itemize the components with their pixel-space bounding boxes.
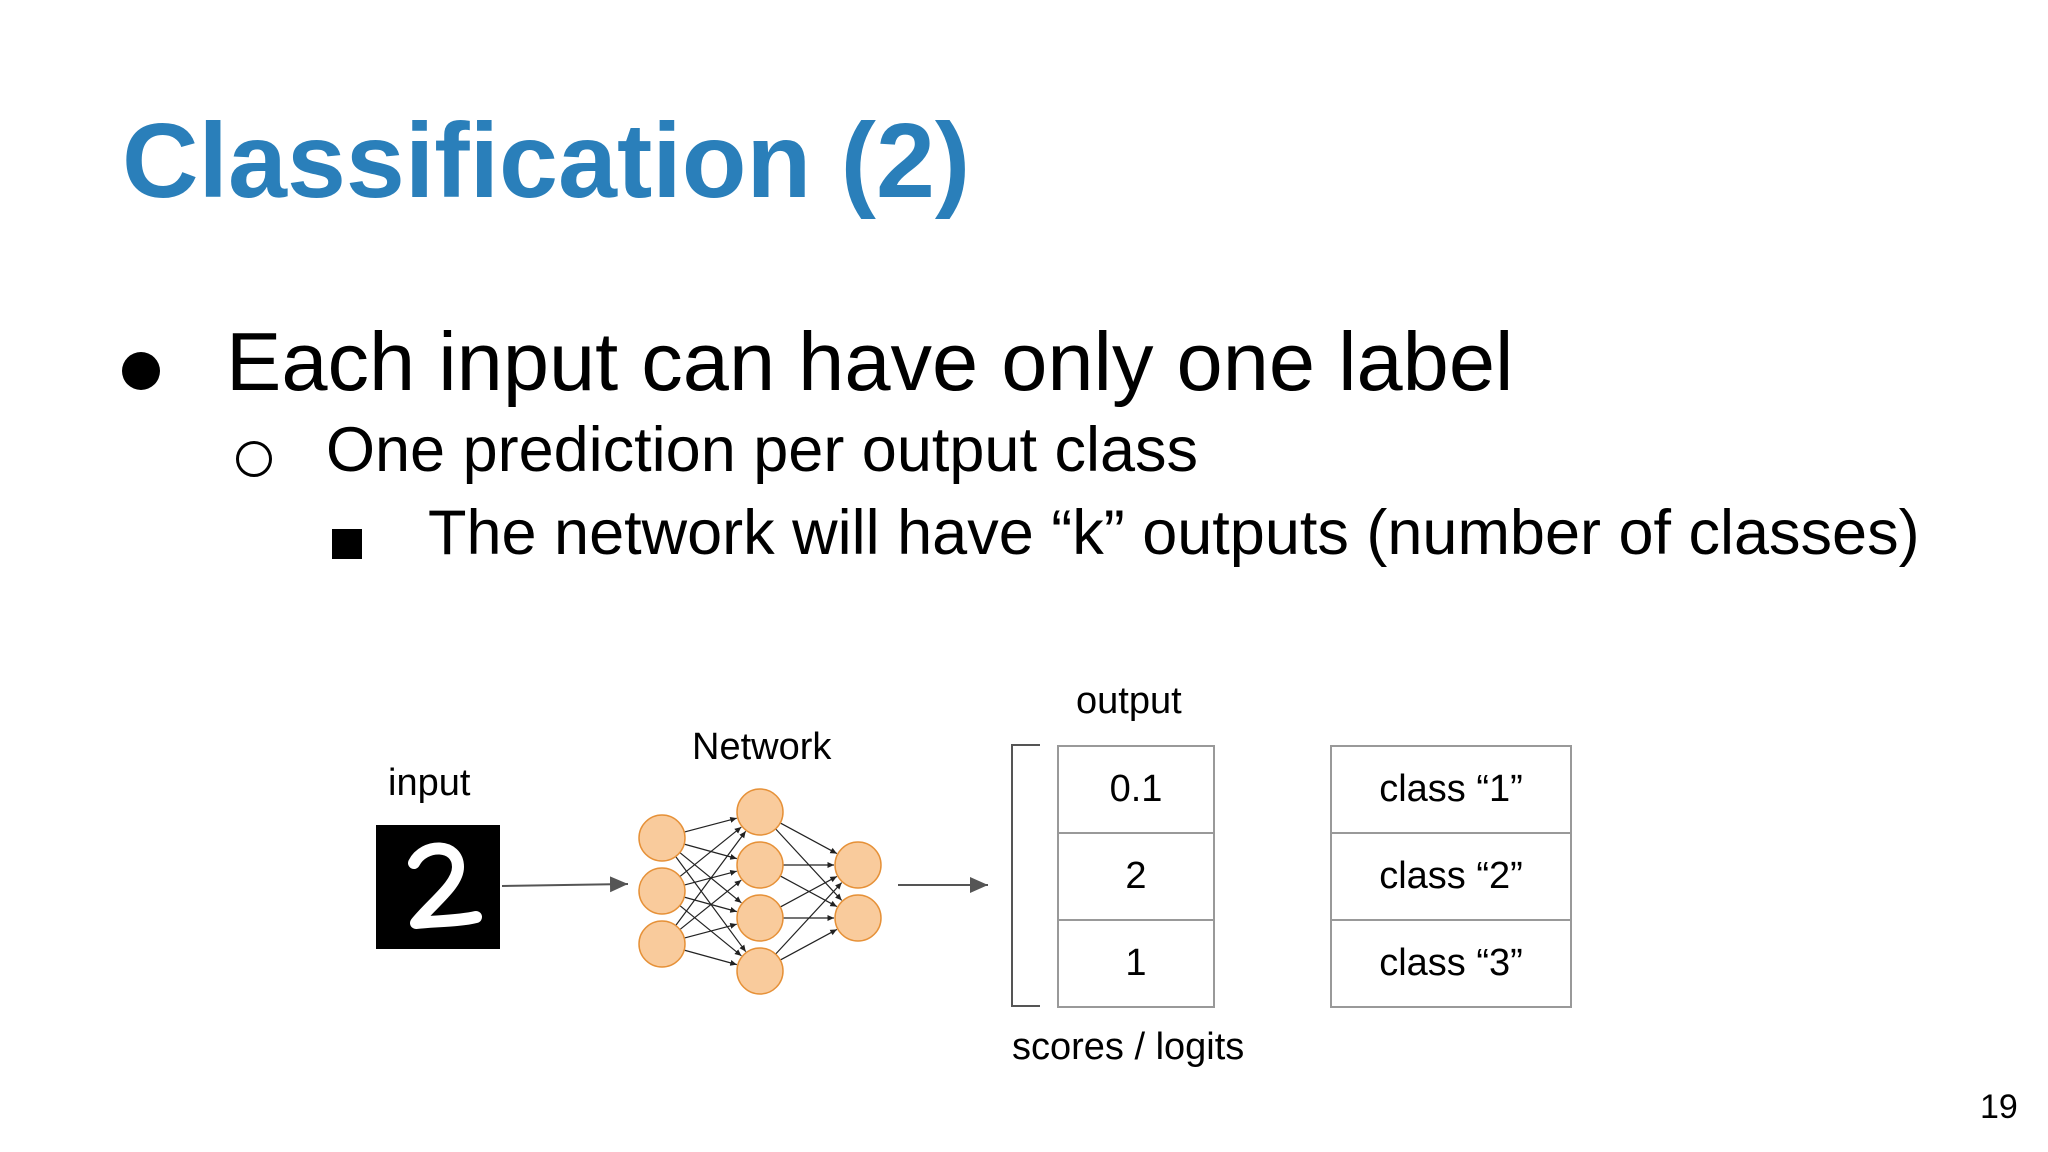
network-edge <box>775 882 843 955</box>
output-value-cell: 1 <box>1057 919 1215 1008</box>
filled-circle-bullet-icon <box>122 312 160 412</box>
input-arrow <box>501 876 629 893</box>
network-node <box>736 841 784 889</box>
network-node <box>638 814 686 862</box>
output-bracket <box>1011 744 1040 1007</box>
network-node <box>736 788 784 836</box>
network-connections <box>675 816 843 966</box>
network-node <box>834 894 882 942</box>
network-edge <box>684 949 738 966</box>
hollow-circle-bullet-icon <box>236 415 272 491</box>
network-label: Network <box>692 726 832 768</box>
bullet-level1-text: Each input can have only one label <box>226 315 1514 408</box>
output-value-cell: 0.1 <box>1057 745 1215 834</box>
class-label-cell: class “3” <box>1330 919 1572 1008</box>
network-edge <box>779 875 838 908</box>
network-node <box>638 920 686 968</box>
page-number: 19 <box>1980 1088 2018 1126</box>
network-edge <box>675 830 747 926</box>
network-edge <box>684 922 737 939</box>
network-edge <box>679 826 742 878</box>
input-label: input <box>388 762 471 804</box>
scores-logits-label: scores / logits <box>1012 1026 1245 1068</box>
network-node <box>736 947 784 995</box>
network-edge <box>779 928 838 961</box>
network-node <box>736 894 784 942</box>
output-label: output <box>1076 680 1182 722</box>
bullet-level2-text: One prediction per output class <box>326 415 1199 485</box>
class-label-cell: class “2” <box>1330 832 1572 921</box>
network-edge <box>779 822 838 855</box>
network-edge <box>679 879 742 931</box>
slide-title: Classification (2) <box>122 102 971 220</box>
output-value-cell: 2 <box>1057 832 1215 921</box>
network-nodes <box>638 788 882 995</box>
class-label-cell: class “1” <box>1330 745 1572 834</box>
network-node <box>638 867 686 915</box>
square-bullet-icon <box>332 501 362 574</box>
digit-two-icon <box>408 842 482 929</box>
bullet-level3-text: The network will have “k” outputs (numbe… <box>428 498 1920 568</box>
handwritten-digit-image <box>376 825 500 949</box>
network-node <box>834 841 882 889</box>
network-edge <box>684 816 737 833</box>
